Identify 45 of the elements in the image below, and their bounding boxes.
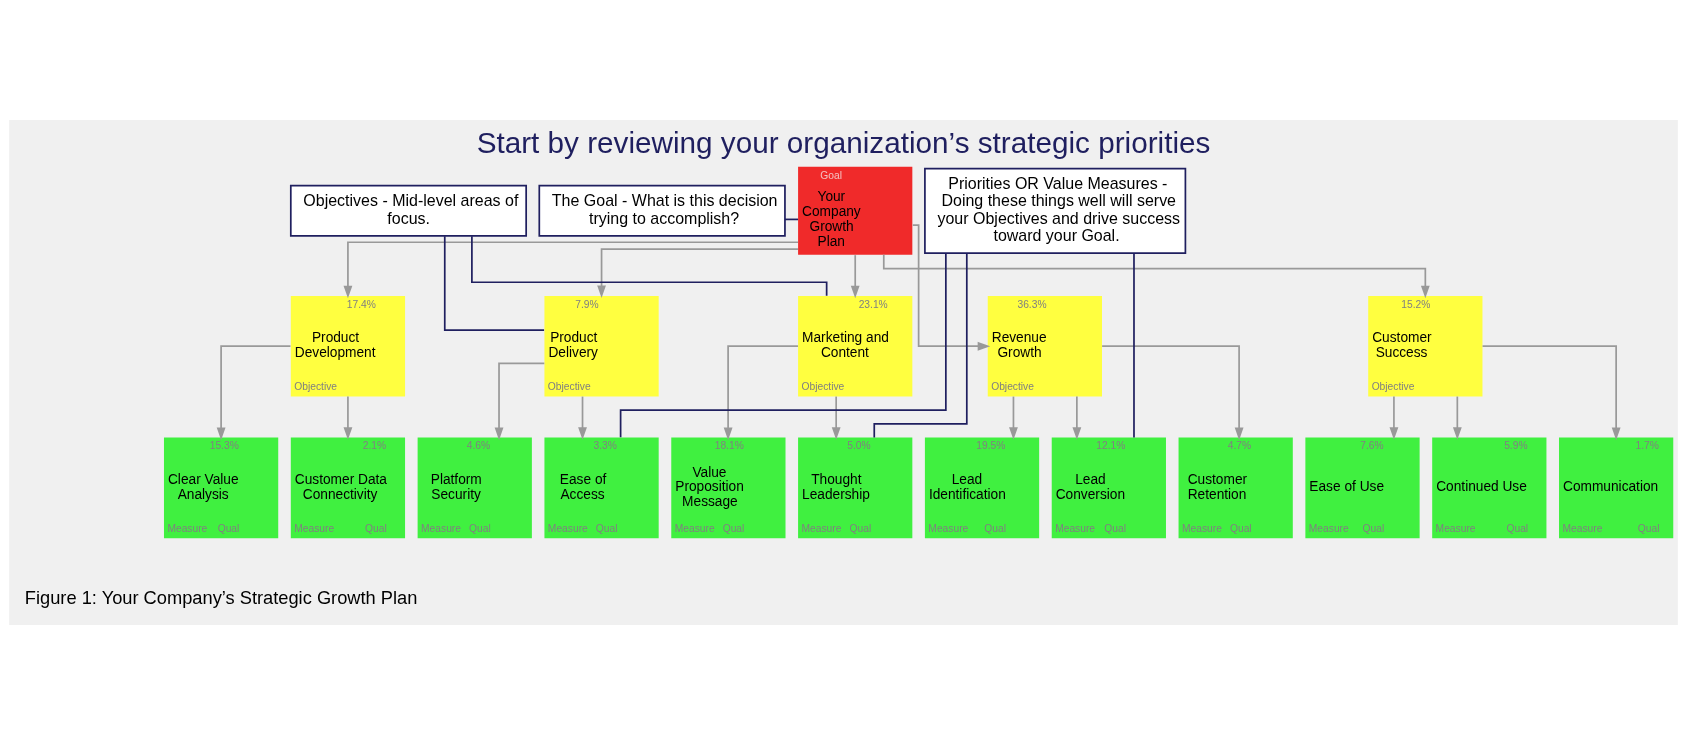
node-box: 36.3% Revenue Growth Objective <box>987 295 1102 396</box>
connector <box>1133 251 1135 438</box>
node-box: 4.6% Platform Security Measure Qual <box>417 437 532 538</box>
node-box: The Goal - What is this decision trying to accomplish? <box>538 184 786 237</box>
arrow <box>831 395 841 440</box>
node-box: 5.9% Continued Use Measure Qual <box>1432 437 1547 538</box>
arrow <box>1389 395 1399 440</box>
connector <box>443 234 545 331</box>
node-box: Goal Your Company Growth Plan <box>798 166 913 255</box>
connector <box>619 251 947 438</box>
node-box: 4.7% Customer Retention Measure Qual <box>1178 437 1293 538</box>
arrow <box>343 395 353 440</box>
caption: Figure 1: Your Company’s Strategic Growth Plan <box>24 586 418 608</box>
arrow <box>1072 395 1082 440</box>
node-box: 1.7% Communication Measure Qual <box>1559 437 1674 538</box>
node-box: 23.1% Marketing and Content Objective <box>798 295 913 396</box>
node-box: 12.1% Lead Conversion Measure Qual <box>1051 437 1166 538</box>
node-box: 15.2% Customer Success Objective <box>1368 295 1483 396</box>
node-box: 2.1% Customer Data Connectivity Measure Qual <box>290 437 406 538</box>
node-box: 19.5% Lead Identification Measure Qual <box>924 437 1040 538</box>
arrow <box>597 247 799 298</box>
arrow <box>723 344 799 440</box>
connector <box>873 252 968 438</box>
node-box: 17.4% Product Development Objective <box>290 295 406 396</box>
node-box: 18.1% Value Proposition Message Measure Qual <box>671 437 786 538</box>
node-box: 3.3% Ease of Access Measure Qual <box>544 437 659 538</box>
arrow <box>494 362 546 440</box>
diagram-title: Start by reviewing your organization’s strategic priorities <box>476 125 1211 159</box>
node-box: 7.6% Ease of Use Measure Qual <box>1305 437 1420 538</box>
arrow <box>911 223 991 351</box>
node-box: 5.0% Thought Leadership Measure Qual <box>798 437 913 538</box>
arrow <box>850 253 860 298</box>
node-box: Objectives - Mid-level areas of focus. <box>289 184 527 237</box>
node-box: 15.3% Clear Value Analysis Measure Qual <box>164 437 279 538</box>
connector <box>471 234 828 297</box>
arrow <box>1452 395 1462 440</box>
arrow <box>1101 344 1244 440</box>
arrow <box>882 253 1430 298</box>
node-box: Priorities OR Value Measures - Doing these things well will serve your Objectives and drive success toward your Goal. <box>924 167 1187 254</box>
arrow <box>1481 344 1621 440</box>
node-box: 7.9% Product Delivery Objective <box>544 295 659 396</box>
arrow <box>216 344 292 440</box>
arrow <box>1009 395 1018 440</box>
arrow <box>578 395 587 440</box>
arrow <box>343 240 799 298</box>
